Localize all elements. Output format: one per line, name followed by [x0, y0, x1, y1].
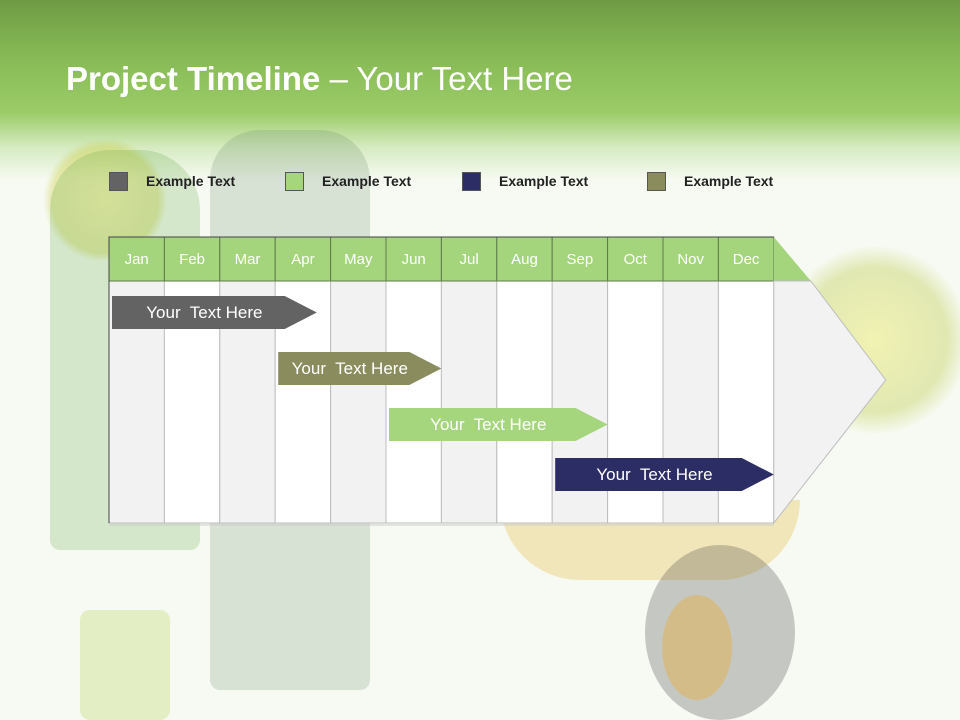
legend-swatch-3	[462, 171, 481, 191]
month-header-apr	[274, 236, 332, 282]
legend-swatch-1	[109, 171, 128, 191]
legend-item-3: Example Text	[462, 171, 588, 191]
background-wheel-hub	[662, 595, 732, 700]
month-header-jan	[108, 236, 165, 282]
month-label-oct: Oct	[624, 251, 648, 268]
timeline-outline	[108, 236, 774, 523]
month-label-sep: Sep	[567, 251, 594, 268]
month-header-oct	[607, 236, 664, 282]
slide-title: Project Timeline – Your Text Here	[66, 60, 573, 98]
timeline-bar-label-1: Your Text Here	[146, 302, 263, 322]
timeline-bar-label-3: Your Text Here	[430, 414, 547, 434]
header-banner	[0, 0, 960, 180]
month-label-may: May	[344, 251, 373, 268]
month-header-jul	[440, 236, 498, 282]
month-column-jul	[440, 280, 498, 524]
slide-title-bold: Project Timeline	[66, 60, 321, 97]
timeline-bar-1: Your Text Here	[112, 296, 317, 329]
legend-item-2: Example Text	[285, 171, 411, 191]
month-label-aug: Aug	[511, 251, 538, 268]
legend-swatch-2	[285, 171, 304, 191]
timeline-bar-2: Your Text Here	[278, 352, 441, 385]
month-label-mar: Mar	[235, 251, 261, 268]
timeline-bar-3: Your Text Here	[389, 408, 608, 441]
timeline-arrow-header	[773, 237, 811, 281]
month-label-dec: Dec	[733, 251, 760, 268]
month-label-apr: Apr	[291, 251, 314, 268]
month-header-sep	[551, 236, 609, 282]
month-header-jun	[385, 236, 442, 282]
timeline-arrow-tip	[773, 280, 887, 525]
month-column-aug	[496, 280, 553, 524]
month-column-jun	[385, 280, 442, 524]
month-label-jan: Jan	[125, 251, 149, 268]
month-label-feb: Feb	[179, 251, 205, 268]
legend-label-4: Example Text	[684, 173, 774, 189]
legend-label-1: Example Text	[146, 173, 236, 189]
month-label-jul: Jul	[460, 251, 479, 268]
timeline-bar-label-4: Your Text Here	[596, 464, 713, 484]
background-boots	[80, 610, 170, 720]
background-wheel	[645, 545, 795, 720]
timeline-bar-label-2: Your Text Here	[291, 358, 408, 378]
month-label-jun: Jun	[402, 251, 426, 268]
timeline-bar-4: Your Text Here	[555, 458, 774, 491]
legend-label-2: Example Text	[322, 173, 412, 189]
legend-item-4: Example Text	[647, 171, 773, 191]
month-label-nov: Nov	[677, 251, 704, 268]
slide-title-rest: – Your Text Here	[320, 60, 573, 97]
month-header-may	[330, 236, 387, 282]
legend-label-3: Example Text	[499, 173, 589, 189]
legend-swatch-4	[647, 171, 666, 191]
month-column-may	[330, 280, 387, 524]
legend-item-1: Example Text	[109, 171, 235, 191]
